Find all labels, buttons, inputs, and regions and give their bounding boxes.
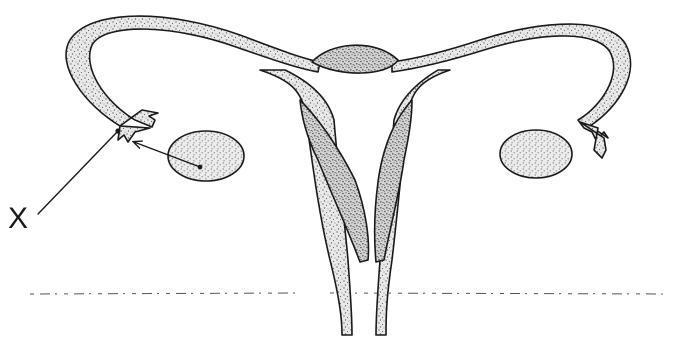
label-x: X bbox=[8, 202, 28, 235]
right-fallopian-tube bbox=[392, 24, 631, 140]
left-fimbriae bbox=[118, 126, 150, 142]
uterus-fundus bbox=[312, 45, 398, 73]
left-ovary bbox=[168, 131, 244, 181]
right-ovary bbox=[500, 130, 572, 178]
label-x-pointer bbox=[38, 131, 118, 214]
